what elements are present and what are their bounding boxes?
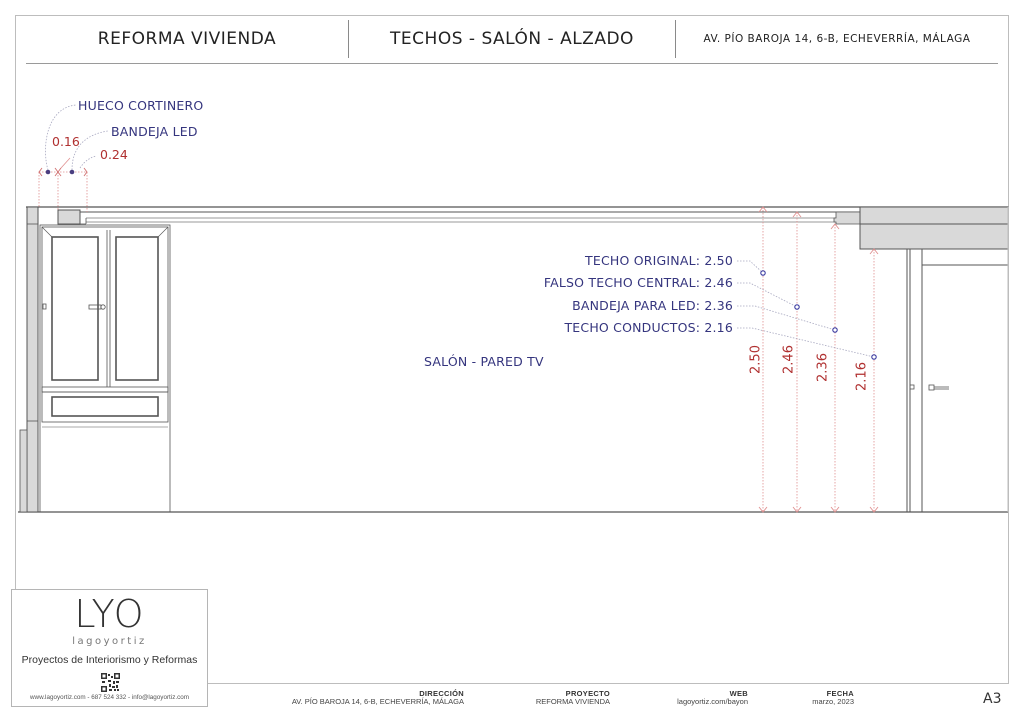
hueco-cortinero-marker	[45, 169, 51, 175]
left-wall	[26, 206, 39, 513]
company-logo-block: LYO lagoyortiz Proyectos de Interiorismo…	[11, 589, 208, 707]
left-wall-base	[19, 429, 28, 513]
height-value-2-50: 2.50	[748, 345, 764, 374]
callout-bandeja-para-led: BANDEJA PARA LED: 2.36	[572, 298, 733, 313]
led-tray-right	[833, 211, 861, 225]
header-underline	[26, 63, 998, 64]
header-address: AV. PÍO BAROJA 14, 6-B, ECHEVERRÍA, MÁLA…	[703, 33, 971, 45]
footer-direccion-title: DIRECCIÓN	[419, 689, 464, 698]
callout-techo-conductos: TECHO CONDUCTOS: 2.16	[564, 320, 733, 335]
door	[906, 249, 1008, 512]
height-value-2-36: 2.36	[815, 353, 831, 382]
header-divider	[675, 20, 676, 58]
height-value-2-46: 2.46	[781, 345, 797, 374]
footer-web-title: WEB	[729, 689, 748, 698]
qr-code-icon	[101, 673, 120, 692]
height-dimension-lines	[762, 207, 875, 512]
logo-contact: www.lagoyortiz.com - 687 524 332 - info@…	[30, 694, 189, 701]
callout-techo-original: TECHO ORIGINAL: 2.50	[585, 253, 733, 268]
logo-mark: LYO	[74, 592, 145, 636]
height-value-2-16: 2.16	[854, 362, 870, 391]
header-sheet-title: TECHOS - SALÓN - ALZADO	[390, 29, 634, 49]
header-project-title: REFORMA VIVIENDA	[97, 29, 277, 49]
callout-hueco-cortinero: HUECO CORTINERO	[78, 98, 204, 113]
top-dimension-lines	[38, 171, 88, 212]
duct-soffit-top	[859, 206, 1009, 225]
footer-proyecto-value: REFORMA VIVIENDA	[535, 697, 610, 706]
dimension-0-16: 0.16	[52, 134, 80, 149]
footer-web-value: lagoyortiz.com/bayon	[677, 697, 748, 706]
callout-falso-techo-central: FALSO TECHO CENTRAL: 2.46	[543, 275, 733, 290]
logo-tagline: Proyectos de Interiorismo y Reformas	[21, 654, 198, 666]
led-tray-left	[57, 209, 81, 225]
footer-fecha-title: FECHA	[826, 689, 854, 698]
callout-bandeja-led: BANDEJA LED	[111, 124, 198, 139]
footer-direccion-value: AV. PÍO BAROJA 14, 6-B, ECHEVERRÍA, MÁLA…	[291, 697, 464, 706]
sheet-number: A3	[983, 691, 1002, 707]
header-divider	[348, 20, 349, 58]
window	[39, 224, 171, 513]
footer-fecha-value: marzo, 2023	[812, 697, 854, 706]
bandeja-led-marker	[69, 169, 75, 175]
dimension-0-24: 0.24	[100, 147, 128, 162]
logo-name: lagoyortiz	[72, 636, 147, 647]
duct-soffit	[859, 223, 1009, 250]
room-label: SALÓN - PARED TV	[424, 354, 544, 369]
footer-proyecto-title: PROYECTO	[565, 689, 610, 698]
